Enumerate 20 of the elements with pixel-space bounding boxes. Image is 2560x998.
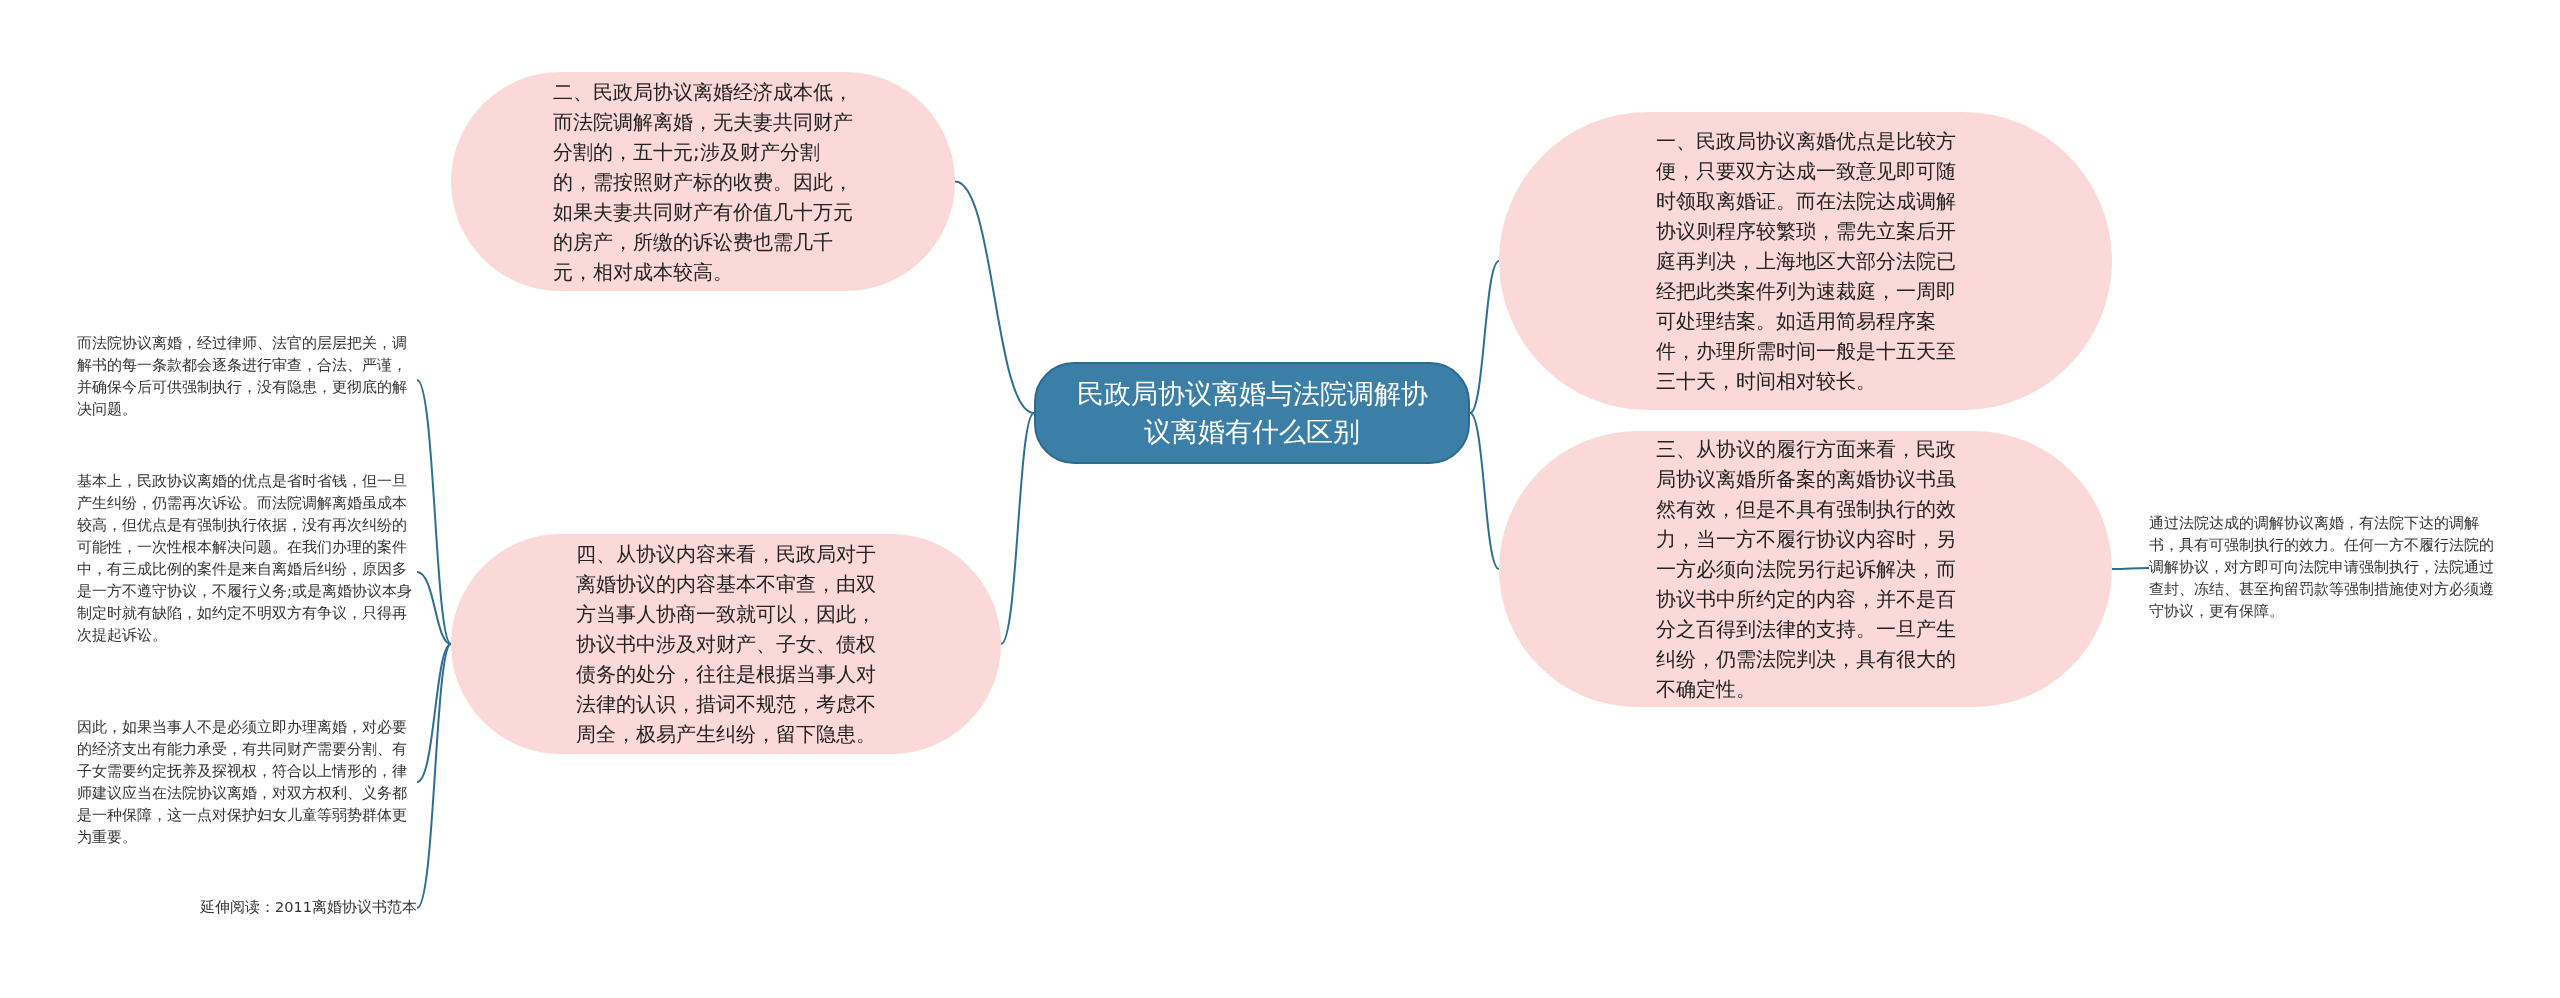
topic-text: 三、从协议的履行方面来看，民政局协议离婚所备案的离婚协议书虽然有效，但是不具有强制执行的效力，当一方不履行协议内容时，另一方必须向法院另行起诉解决，而协议书中所约定的内容，并不是百分之百得到法律的支持。一旦产生纠纷，仍需法院判决，具有很大的不确定性。 — [1655, 436, 1956, 703]
central-topic — [1034, 362, 1470, 464]
connector-line — [1469, 260, 1500, 414]
topic-text: 四、从协议内容来看，民政局对于离婚协议的内容基本不审查，由双方当事人协商一致就可以，因此，协议书中涉及对财产、子女、债权债务的处分，往往是根据当事人对法律的认识，措词不规范，考虑不周全，极易产生纠纷，留下隐患。 — [576, 541, 876, 748]
connector-line — [416, 643, 452, 909]
topic-text: 二、民政局协议离婚经济成本低，而法院调解离婚，无夫妻共同财产分割的，五十元;涉及财产分割的，需按照财产标的收费。因此，如果夫妻共同财产有价值几十万元的房产，所缴的诉讼费也需几千元，相对成本较高。 — [553, 78, 853, 286]
note-text: 延伸阅读：2011离婚协议书范本 — [77, 896, 417, 920]
connector-line — [416, 643, 452, 783]
note-text: 而法院协议离婚，经过律师、法官的层层把关，调解书的每一条款都会逐条进行审查，合法、严谨，并确保今后可供强制执行，没有隐患，更彻底的解决问题。 — [77, 332, 417, 428]
connector-line — [2111, 567, 2150, 570]
topic-text: 一、民政局协议离婚优点是比较方便，只要双方达成一致意见即可随时领取离婚证。而在法院达成调解协议则程序较繁琐，需先立案后开庭再判决，上海地区大部分法院已经把此类案件列为速裁庭，一周即可处理结案。如适用简易程序案件，办理所需时间一般是十五天至三十天，时间相对较长。 — [1655, 128, 1956, 395]
note-text: 因此，如果当事人不是必须立即办理离婚，对必要的经济支出有能力承受，有共同财产需要分割、有子女需要约定抚养及探视权，符合以上情形的，律师建议应当在法院协议离婚，对双方权利、义务都是一种保障，这一点对保护妇女儿童等弱势群体更为重要。 — [77, 716, 417, 848]
connector-line — [954, 180, 1035, 414]
connector-line — [416, 571, 452, 645]
note-text: 通过法院达成的调解协议离婚，有法院下达的调解书，具有可强制执行的效力。任何一方不履行法院的调解协议，对方即可向法院申请强制执行，法院通过查封、冻结、甚至拘留罚款等强制措施使对方必须遵守协议，更有保障。 — [2149, 512, 2494, 624]
connector-line — [1000, 412, 1035, 645]
note-text: 基本上，民政协议离婚的优点是省时省钱，但一旦产生纠纷，仍需再次诉讼。而法院调解离婚虽成本较高，但优点是有强制执行依据，没有再次纠纷的可能性，一次性根本解决问题。在我们办理的案件中，有三成比例的案件是来自离婚后纠纷，原因多是一方不遵守协议，不履行义务;或是离婚协议本身制定时就有缺陷，如约定不明双方有争议，只得再次提起诉讼。 — [77, 470, 417, 674]
connector-line — [1469, 412, 1500, 570]
topic-text: 民政局协议离婚与法院调解协议离婚有什么区别 — [1076, 377, 1428, 449]
connector-line — [416, 379, 452, 645]
